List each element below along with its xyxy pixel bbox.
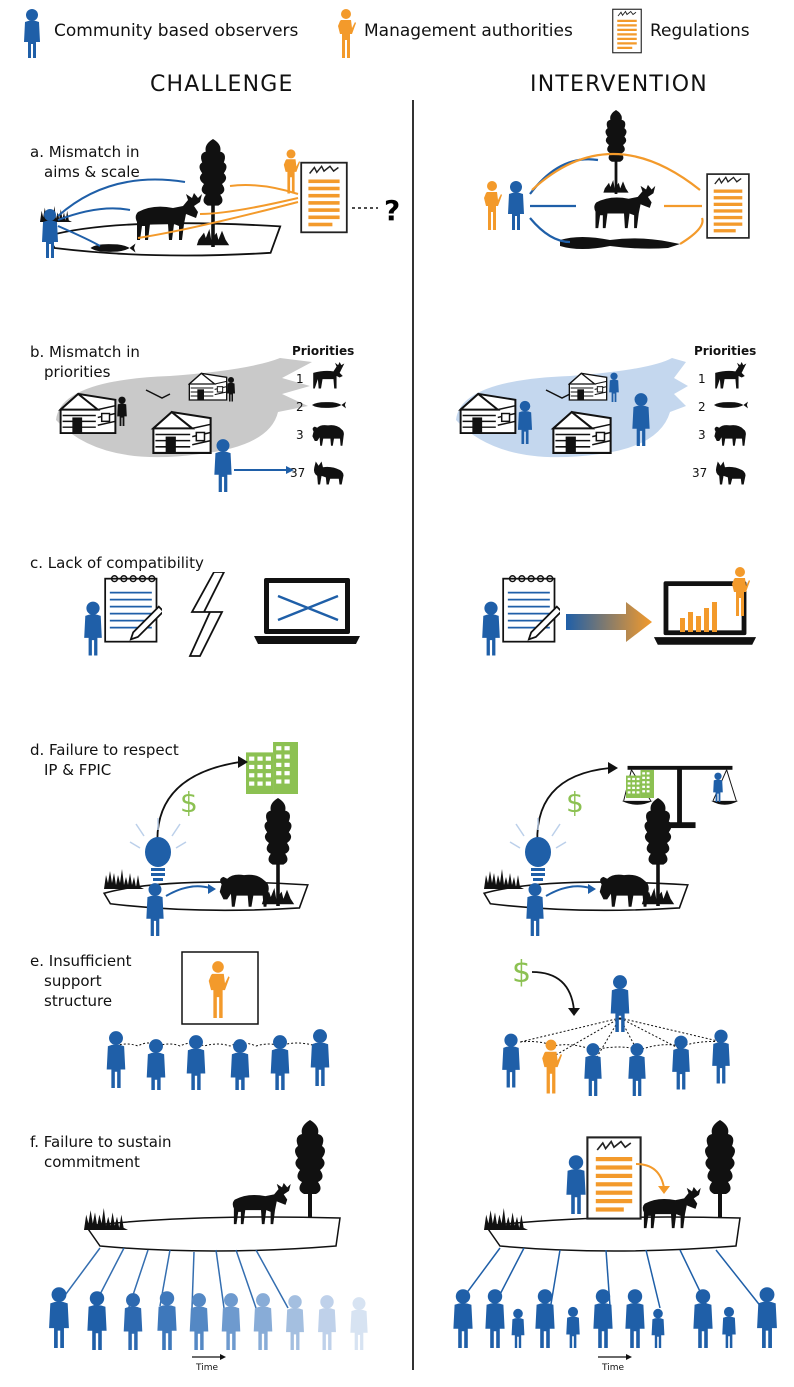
dollar-sign: $	[180, 786, 198, 819]
community-observer-icon	[22, 8, 42, 58]
row-c-challenge-illustration	[84, 572, 360, 657]
legend-regulations-label: Regulations	[650, 21, 750, 41]
rank-2-intervention: 2	[698, 400, 706, 414]
column-divider	[412, 100, 414, 1370]
intervention-heading: INTERVENTION	[530, 72, 708, 97]
rank-1: 1	[296, 372, 304, 386]
priorities-title-challenge: Priorities	[292, 344, 355, 358]
row-e-challenge-illustration	[106, 951, 330, 1090]
row-d-intervention-illustration: $	[483, 762, 739, 936]
priority-animals-intervention	[714, 362, 748, 485]
row-f-intervention-illustration	[453, 1120, 777, 1348]
priorities-title-intervention: Priorities	[694, 344, 757, 358]
row-b-intervention-illustration	[456, 358, 688, 458]
row-e-intervention-illustration: $	[502, 955, 730, 1096]
row-b-challenge-illustration	[56, 358, 312, 492]
dollar-sign-support: $	[512, 955, 531, 990]
challenge-heading: CHALLENGE	[150, 72, 294, 97]
rank-1-intervention: 1	[698, 372, 706, 386]
rank-3-intervention: 3	[698, 428, 706, 442]
time-arrow-intervention	[598, 1354, 632, 1360]
legend-community-label: Community based observers	[54, 21, 299, 41]
row-a-intervention-illustration	[484, 110, 750, 249]
row-f-challenge-illustration	[49, 1120, 368, 1350]
priority-animals-challenge	[312, 362, 346, 485]
dollar-sign-intervention: $	[566, 786, 584, 819]
time-label: Time	[196, 1363, 219, 1373]
rank-2: 2	[296, 400, 304, 414]
legend-management-label: Management authorities	[364, 21, 573, 41]
regulations-document-icon	[612, 8, 642, 54]
row-c-intervention-illustration	[482, 567, 757, 656]
time-arrow	[192, 1354, 226, 1360]
rank-37: 37	[290, 466, 306, 480]
rank-37-intervention: 37	[692, 466, 708, 480]
management-authority-icon	[336, 8, 356, 58]
row-a-challenge-illustration: ?	[40, 139, 400, 258]
row-d-challenge-illustration: $	[103, 742, 309, 936]
time-label-intervention: Time	[602, 1363, 625, 1373]
question-mark: ?	[384, 194, 400, 227]
row-c-label: c. Lack of compatibility	[30, 554, 204, 572]
rank-3: 3	[296, 428, 304, 442]
